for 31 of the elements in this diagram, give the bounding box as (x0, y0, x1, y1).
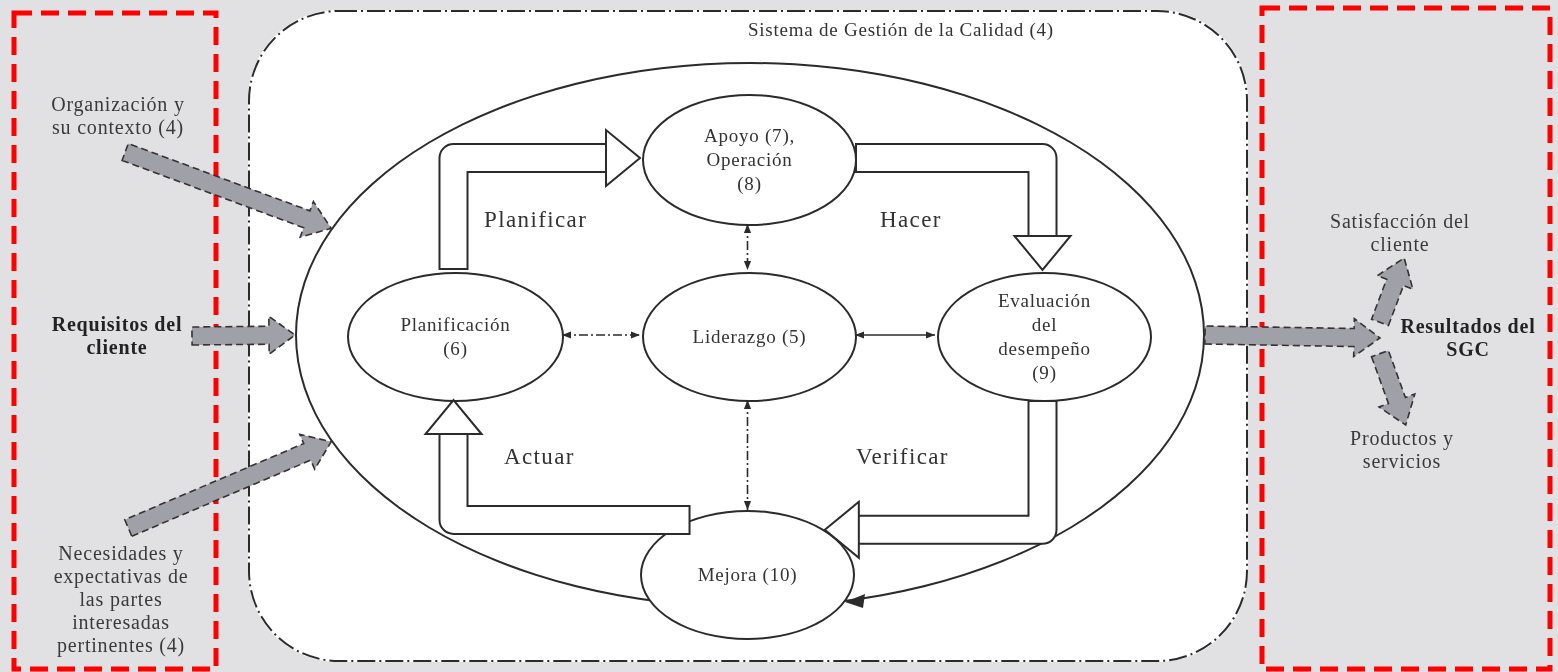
hollow-arrow (823, 400, 1058, 560)
block-arrow (123, 433, 333, 538)
block-arrow (1370, 256, 1415, 327)
input-label: Requisitos del cliente (42, 310, 192, 362)
hollow-arrow (438, 127, 642, 270)
circle-label: Evaluación del desempeño (9) (996, 289, 1093, 385)
hollow-arrow (423, 398, 691, 535)
edge-label: Planificar (484, 206, 588, 234)
edge-label: Verificar (856, 443, 949, 471)
double-arrow (561, 331, 641, 339)
block-arrow (191, 314, 297, 356)
edge-label: Actuar (504, 443, 575, 471)
circle-label: Liderazgo (5) (691, 325, 808, 349)
input-label: Organización y su contexto (4) (46, 80, 190, 152)
boundary-title: Sistema de Gestión de la Calidad (4) (748, 19, 1054, 40)
double-arrow (854, 331, 936, 339)
block-arrow (1370, 349, 1416, 427)
circle-label: Mejora (10) (696, 563, 799, 587)
output-label: Satisfacción del cliente (1330, 208, 1470, 258)
input-label: Necesidades y expectativas de las partes interesadas pertinentes (4) (48, 528, 194, 670)
output-label: Productos y servicios (1340, 425, 1464, 475)
double-arrow (743, 223, 752, 271)
double-arrow (743, 399, 752, 511)
hollow-arrow (855, 143, 1073, 272)
edge-label: Hacer (880, 206, 942, 234)
system-boundary (248, 10, 1248, 662)
block-arrow (1204, 316, 1382, 359)
circle-label: Apoyo (7), Operación (8) (703, 124, 796, 196)
block-arrow (121, 142, 333, 239)
output-label: Resultados del SGC (1380, 312, 1556, 364)
circle-label: Planificación (6) (399, 313, 512, 361)
